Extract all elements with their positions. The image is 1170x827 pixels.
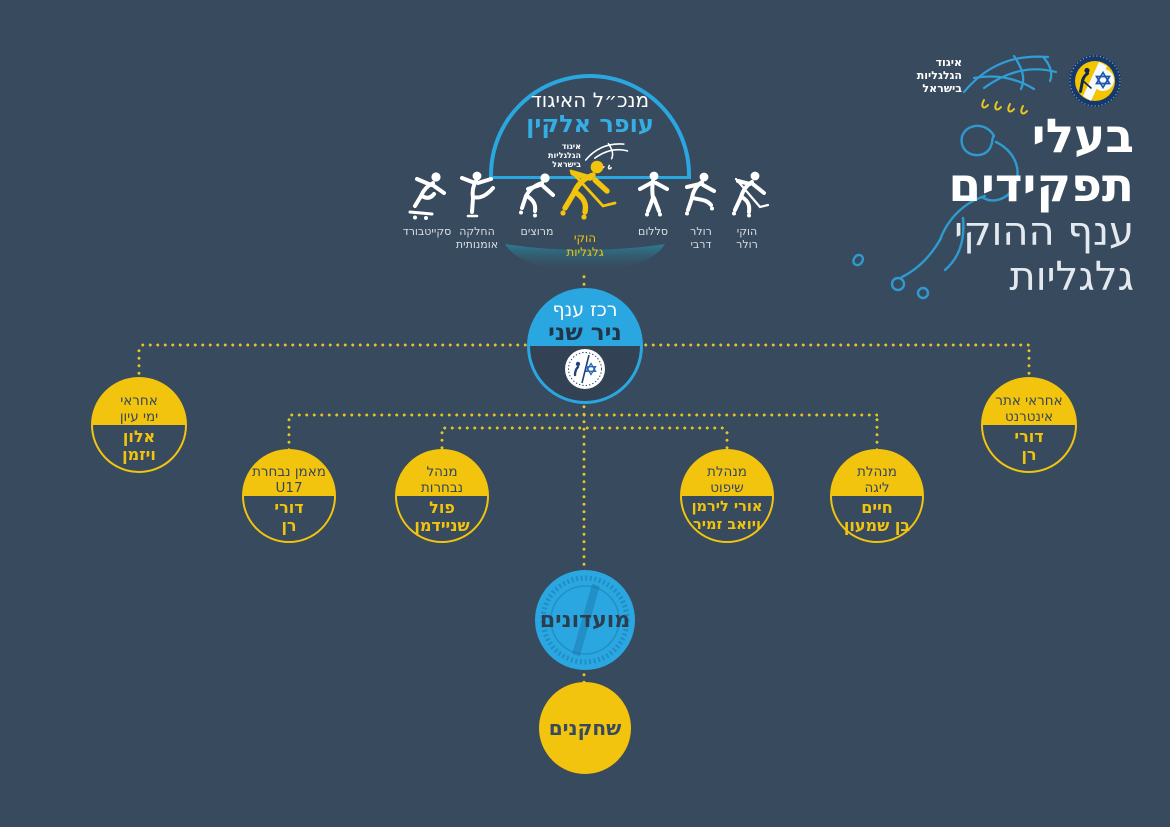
discipline-label: סקייטבורד xyxy=(402,225,452,238)
highlight-bowl-glow xyxy=(505,244,665,274)
skateboarder-icon xyxy=(408,172,446,220)
discipline-slalom: סללום xyxy=(621,170,685,238)
federation-signature-sketch xyxy=(962,54,1058,115)
players-label: שחקנים xyxy=(548,716,622,740)
connector-dome-to-coordinator xyxy=(582,273,586,288)
dome-logo-text: איגוד הגלגליות בישראל xyxy=(548,142,581,169)
connector-drop-league xyxy=(875,416,879,449)
clubs-node: מועדונים xyxy=(535,570,635,670)
ceo-role: מנכ״ל האיגוד xyxy=(530,88,650,112)
connector-drop-refereeing xyxy=(725,429,729,450)
connector-drop-website xyxy=(1027,347,1031,378)
coordinator-role: רכז ענף xyxy=(552,299,618,321)
discipline-label: החלקה אומנותית xyxy=(455,225,499,251)
federation-emblem xyxy=(1068,54,1122,108)
skater-sketch-decoration xyxy=(852,124,1019,300)
hockey-skater-icon xyxy=(560,160,617,220)
connector-drop-teams xyxy=(440,429,444,450)
speed-skater-icon xyxy=(519,173,555,218)
discipline-racing: מרוצים xyxy=(505,170,569,238)
page-title: בעלי תפקידים ענף ההוקי גלגליות xyxy=(948,112,1134,300)
derby-skater-icon xyxy=(685,172,716,216)
connector-drop-u17 xyxy=(287,416,291,449)
discipline-roller-derby: רולר דרבי xyxy=(669,170,733,251)
federation-logo-text: איגוד הגלגליות בישראל xyxy=(896,56,962,95)
discipline-label: הוקי רולר xyxy=(736,225,758,251)
title-line-bold: תפקידים xyxy=(948,158,1134,213)
connector-drop-seminars xyxy=(137,347,141,378)
connector-branch-inner xyxy=(441,426,728,430)
title-line-light: גלגליות xyxy=(1009,254,1134,300)
logo-line: איגוד xyxy=(935,56,962,69)
slalom-skater-icon xyxy=(638,171,669,217)
coordinator-node: רכז ענף ניר שני xyxy=(527,288,643,404)
title-line-bold: בעלי xyxy=(1031,109,1134,164)
roller-hockey-icon xyxy=(732,171,770,218)
connector-branch-outer xyxy=(288,413,878,417)
discipline-label: סללום xyxy=(638,225,668,238)
title-line-light: ענף ההוקי xyxy=(954,209,1134,255)
clubs-label: מועדונים xyxy=(539,607,631,633)
coordinator-emblem xyxy=(565,349,605,390)
discipline-roller-hockey-main: הוקי גלגליות xyxy=(550,158,620,259)
coordinator-name: ניר שני xyxy=(548,320,622,346)
connector-main-left xyxy=(139,343,528,347)
star-of-david-icon xyxy=(1095,70,1111,90)
dome-logo-line: בישראל xyxy=(552,159,581,169)
connector-coordinator-to-clubs xyxy=(582,403,586,571)
ceo-name: עופר אלקין xyxy=(526,110,654,138)
discipline-label: הוקי גלגליות xyxy=(566,231,604,259)
connector-main-right xyxy=(642,343,1031,347)
logo-line: הגלגליות xyxy=(916,69,962,82)
discipline-skateboard: סקייטבורד xyxy=(395,170,459,238)
star-of-david-icon xyxy=(585,362,597,377)
discipline-artistic-skating: החלקה אומנותית xyxy=(445,170,509,251)
clubs-watermark-emblem xyxy=(540,575,630,665)
discipline-hockey-roller: הוקי רולר xyxy=(715,170,779,251)
connector-clubs-to-players xyxy=(582,671,586,683)
players-node: שחקנים xyxy=(539,682,631,774)
discipline-label: רולר דרבי xyxy=(690,225,712,251)
artistic-skater-icon xyxy=(460,171,495,218)
coordinator-emblem-badge xyxy=(566,350,604,389)
dome-logo-line: איגוד xyxy=(561,141,581,151)
dome-logo-line: הגלגליות xyxy=(548,150,581,160)
logo-line: בישראל xyxy=(922,82,962,95)
hockey-player-icon xyxy=(1079,67,1092,93)
federation-emblem-badge xyxy=(1069,55,1121,107)
discipline-label: מרוצים xyxy=(520,225,554,238)
